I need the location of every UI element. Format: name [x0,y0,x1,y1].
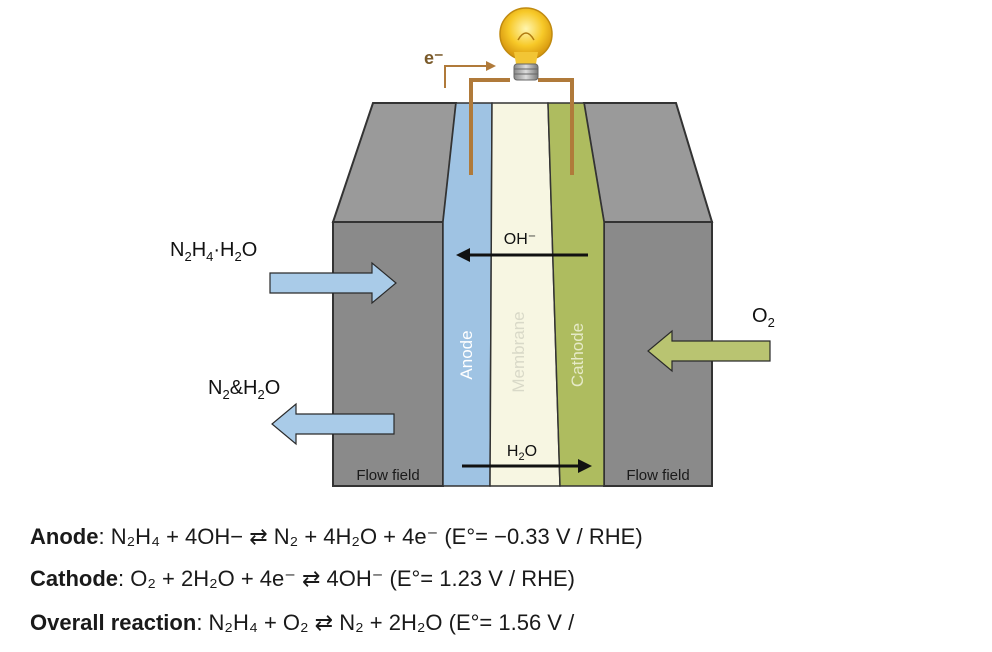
anode-equation-label: Anode [30,524,99,549]
overall-equation: Overall reaction: N₂H₄ + O₂ ⇄ N₂ + 2H₂O … [30,610,575,635]
hydroxide-arrowhead [456,248,470,262]
fuel-cell-diagram: Anode Membrane Cathode Flow field Flow f… [170,7,775,487]
external-circuit-wire [469,78,574,175]
electron-flow-arrow [444,65,486,88]
cathode-equation-text: O₂ + 2H₂O + 4e⁻ ⇄ 4OH⁻ (E°= 1.23 V / RHE… [130,566,575,591]
anode-equation: Anode: N₂H₄ + 4OH− ⇄ N₂ + 4H₂O + 4e⁻ (E°… [30,524,643,549]
anode-layer [442,102,493,487]
oxidant-inlet-arrow [647,329,771,373]
fuel-inlet-label: N2H4·H2O [170,239,257,264]
electron-label: e⁻ [424,48,444,68]
flow-field-right-label: Flow field [626,467,689,484]
water-arrowhead [578,459,592,473]
products-outlet-arrow [271,402,395,446]
water-label: H2O [507,443,537,463]
left-block-top [331,102,458,223]
cathode-layer-label: Cathode [568,323,587,387]
anode-equation-text: N₂H₄ + 4OH− ⇄ N₂ + 4H₂O + 4e⁻ (E°= −0.33… [110,524,643,549]
light-bulb-icon [499,7,553,81]
anode-layer-label: Anode [457,330,476,379]
right-block-top [582,102,714,223]
overall-equation-label: Overall reaction [30,610,197,635]
products-outlet-label: N2&H2O [208,377,280,402]
oxidant-label: O2 [752,305,775,330]
overall-equation-text: N₂H₄ + O₂ ⇄ N₂ + 2H₂O (E°= 1.56 V / [208,610,575,635]
cathode-equation: Cathode: O₂ + 2H₂O + 4e⁻ ⇄ 4OH⁻ (E°= 1.2… [30,566,575,591]
fuel-inlet-arrow [269,261,397,305]
cathode-equation-label: Cathode [30,566,118,591]
flow-field-left-label: Flow field [356,467,419,484]
hydroxide-label: OH⁻ [504,231,536,248]
electron-flow-arrowhead [486,61,496,71]
membrane-layer-label: Membrane [509,311,528,392]
left-flow-field-block [332,221,444,487]
cathode-layer [547,102,605,487]
